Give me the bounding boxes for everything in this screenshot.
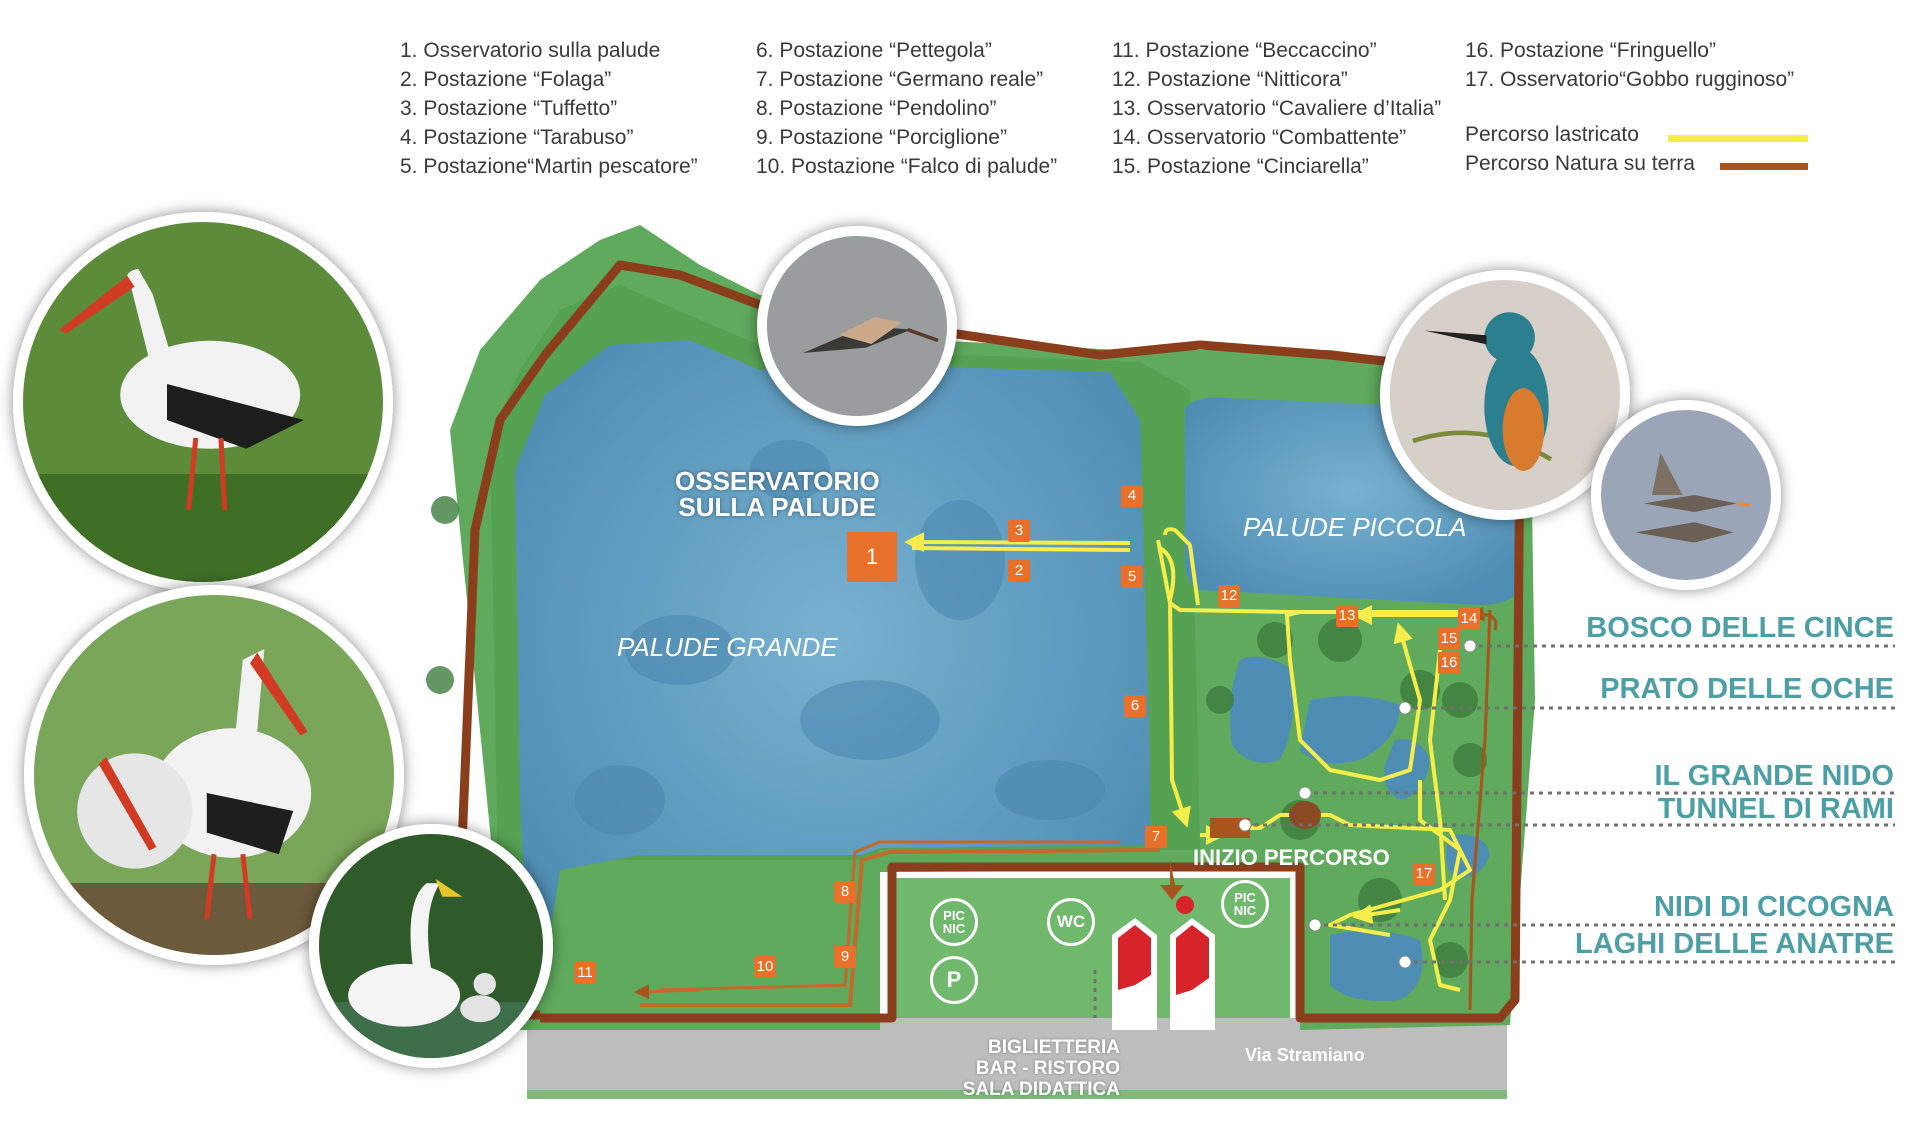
paved-path-swatch (1668, 135, 1808, 142)
station-1-badge[interactable]: 1 (847, 532, 897, 582)
legend-item: 17. Osservatorio“Gobbo rugginoso” (1465, 68, 1795, 91)
station-14-badge[interactable]: 14 (1458, 608, 1480, 630)
legend-item: 7. Postazione “Germano reale” (756, 68, 1044, 91)
start-label: INIZIO PERCORSO (1193, 845, 1390, 870)
picnic-icon-line: PIC (1234, 890, 1256, 905)
picnic-icon: PIC NIC (1221, 880, 1269, 928)
dirt-path-legend: Percorso Natura su terra (1465, 152, 1695, 175)
station-2-badge[interactable]: 2 (1008, 560, 1030, 582)
area-label: LAGHI DELLE ANATRE (1575, 928, 1894, 960)
godwit-photo (757, 226, 957, 426)
area-label: NIDI DI CICOGNA (1653, 891, 1894, 923)
parking-icon: P (930, 956, 978, 1004)
perimeter-dirt-path (450, 260, 1525, 1023)
godwit-image (767, 236, 947, 416)
legend-item: 6. Postazione “Pettegola” (756, 39, 992, 62)
legend-column-1: 1. Osservatorio sulla palude 2. Postazio… (400, 36, 698, 181)
station-5-badge[interactable]: 5 (1121, 566, 1143, 588)
legend-item: 4. Postazione “Tarabuso” (400, 126, 634, 149)
observatory-title: OSSERVATORIO SULLA PALUDE (675, 468, 880, 520)
wc-icon: WC (1047, 898, 1095, 946)
station-17-badge[interactable]: 17 (1413, 863, 1435, 885)
legend-item: 15. Postazione “Cinciarella” (1112, 155, 1369, 178)
legend-column-3: 11. Postazione “Beccaccino” 12. Postazio… (1112, 36, 1441, 181)
picnic-icon-line: NIC (942, 921, 966, 936)
stork-photo (13, 212, 393, 592)
dirt-path-swatch (1720, 163, 1808, 170)
station-15-badge[interactable]: 15 (1438, 628, 1460, 650)
facilities-label: BIGLIETTERIA BAR - RISTORO SALA DIDATTIC… (920, 1037, 1120, 1100)
station-8-badge[interactable]: 8 (834, 881, 856, 903)
paved-path-legend: Percorso lastricato (1465, 123, 1639, 146)
station-13-badge[interactable]: 13 (1336, 605, 1358, 627)
picnic-icon-line: NIC (1233, 903, 1257, 918)
big-nest-marker (1289, 801, 1321, 829)
picnic-icon-line: PIC (943, 908, 965, 923)
station-10-badge[interactable]: 10 (754, 956, 776, 978)
pond (1229, 656, 1294, 763)
legend-item: 11. Postazione “Beccaccino” (1112, 39, 1377, 62)
stork-image (23, 222, 383, 582)
road (527, 1018, 1507, 1098)
legend-column-4: 16. Postazione “Fringuello” 17. Osservat… (1465, 36, 1794, 94)
street-label: Via Stramiano (1245, 1045, 1365, 1065)
legend-item: 8. Postazione “Pendolino” (756, 97, 997, 120)
station-12-badge[interactable]: 12 (1218, 585, 1240, 607)
station-16-badge[interactable]: 16 (1438, 652, 1460, 674)
legend-item: 13. Osservatorio “Cavaliere d’Italia” (1112, 97, 1442, 120)
swan-photo (309, 824, 553, 1068)
legend-item: 14. Osservatorio “Combattente” (1112, 126, 1407, 149)
entrance-gates (1112, 860, 1215, 1030)
legend-item: 9. Postazione “Porciglione” (756, 126, 1007, 149)
pond (1300, 696, 1400, 764)
paved-path (904, 527, 1472, 992)
station-9-badge[interactable]: 9 (834, 946, 856, 968)
facility-line: SALA DIDATTICA (962, 1079, 1120, 1100)
leader-lines (1093, 644, 1895, 1018)
small-marsh-label: PALUDE PICCOLA (1243, 512, 1467, 542)
legend-column-2: 6. Postazione “Pettegola” 7. Postazione … (756, 36, 1057, 181)
legend-item: 12. Postazione “Nitticora” (1112, 68, 1348, 91)
legend-item: 10. Postazione “Falco di palude” (756, 155, 1058, 178)
observatory-title-line: OSSERVATORIO (675, 466, 880, 496)
east-dirt-trail (1468, 609, 1492, 1011)
road-verge (527, 1090, 1507, 1099)
station-11-badge[interactable]: 11 (574, 962, 596, 984)
station-6-badge[interactable]: 6 (1124, 695, 1146, 717)
area-label: PRATO DELLE OCHE (1600, 673, 1894, 705)
observatory-title-line: SULLA PALUDE (678, 492, 877, 522)
station-7-badge[interactable]: 7 (1145, 826, 1167, 848)
station-4-badge[interactable]: 4 (1121, 485, 1143, 507)
area-label: BOSCO DELLE CINCE (1586, 612, 1894, 644)
legend-item: 2. Postazione “Folaga” (400, 68, 612, 91)
legend-item: 16. Postazione “Fringuello” (1465, 39, 1716, 62)
station-3-badge[interactable]: 3 (1008, 520, 1030, 542)
area-label: TUNNEL DI RAMI (1657, 793, 1894, 825)
kingfisher-image (1390, 280, 1620, 510)
legend-item: 1. Osservatorio sulla palude (400, 39, 661, 62)
geese-image (1601, 410, 1771, 580)
legend-item: 3. Postazione “Tuffetto” (400, 97, 618, 120)
big-marsh-label: PALUDE GRANDE (617, 632, 838, 662)
geese-photo (1591, 400, 1781, 590)
facility-line: BIGLIETTERIA (988, 1037, 1120, 1058)
legend-item: 5. Postazione“Martin pescatore” (400, 155, 698, 178)
swan-image (319, 834, 543, 1058)
facility-line: BAR - RISTORO (975, 1058, 1120, 1079)
dirt-trail (640, 848, 1161, 1007)
area-label: IL GRANDE NIDO (1654, 760, 1894, 792)
pond (1330, 931, 1423, 1001)
picnic-icon: PIC NIC (930, 898, 978, 946)
big-marsh (515, 340, 1150, 1000)
kingfisher-photo (1380, 270, 1630, 520)
